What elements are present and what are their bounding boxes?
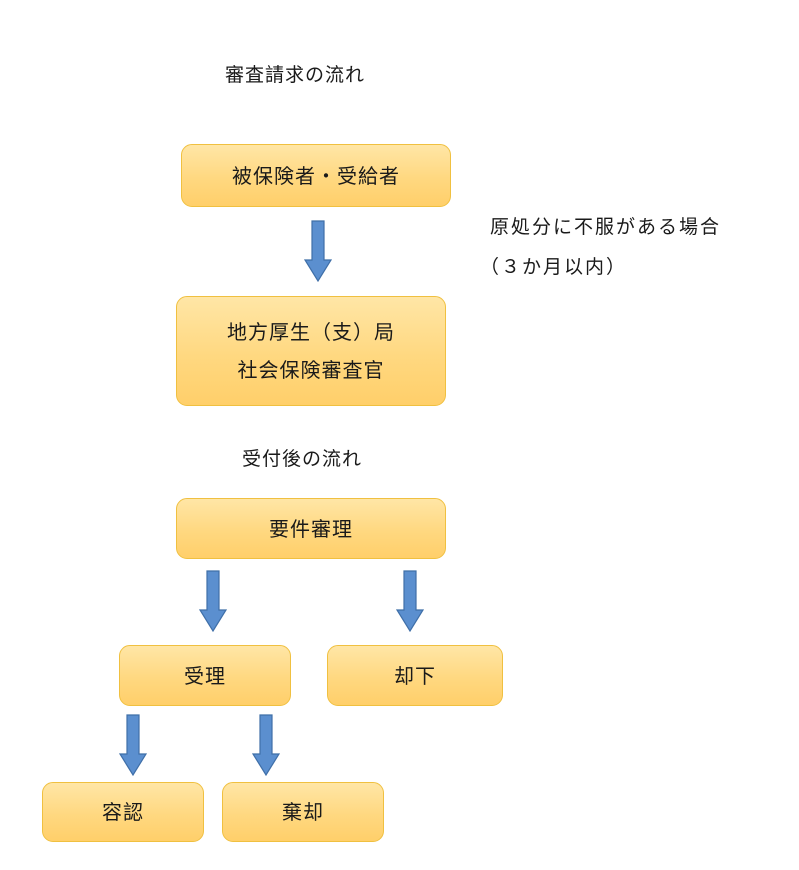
down-arrow-icon <box>199 570 227 632</box>
bureau-label-line2: 社会保険審査官 <box>237 358 385 382</box>
down-arrow-icon <box>396 570 424 632</box>
down-arrow-icon <box>252 714 280 776</box>
bureau-label-line1: 地方厚生（支）局 <box>227 320 395 344</box>
appeal-condition-line1: 原処分に不服がある場合 <box>490 216 722 238</box>
reject-box: 棄却 <box>222 782 384 842</box>
down-arrow-icon <box>304 220 332 282</box>
accept-label: 受理 <box>184 663 226 688</box>
accept-box: 受理 <box>119 645 291 706</box>
approve-label: 容認 <box>102 800 144 824</box>
down-arrow-icon <box>119 714 147 776</box>
dismiss-box: 却下 <box>327 645 503 706</box>
appeal-condition-line2: （３か月以内） <box>480 256 628 278</box>
approve-box: 容認 <box>42 782 204 842</box>
insured-box: 被保険者・受給者 <box>181 144 451 207</box>
regional-bureau-box: 地方厚生（支）局 社会保険審査官 <box>176 296 446 406</box>
appeal-condition-note: 原処分に不服がある場合 （３か月以内） <box>480 212 722 282</box>
post-receipt-flow-title: 受付後の流れ <box>242 448 363 470</box>
insured-label: 被保険者・受給者 <box>232 163 400 188</box>
requirement-review-box: 要件審理 <box>176 498 446 559</box>
flow-title: 審査請求の流れ <box>225 64 366 86</box>
reject-label: 棄却 <box>282 800 324 824</box>
requirement-review-label: 要件審理 <box>269 516 353 541</box>
dismiss-label: 却下 <box>394 663 436 688</box>
